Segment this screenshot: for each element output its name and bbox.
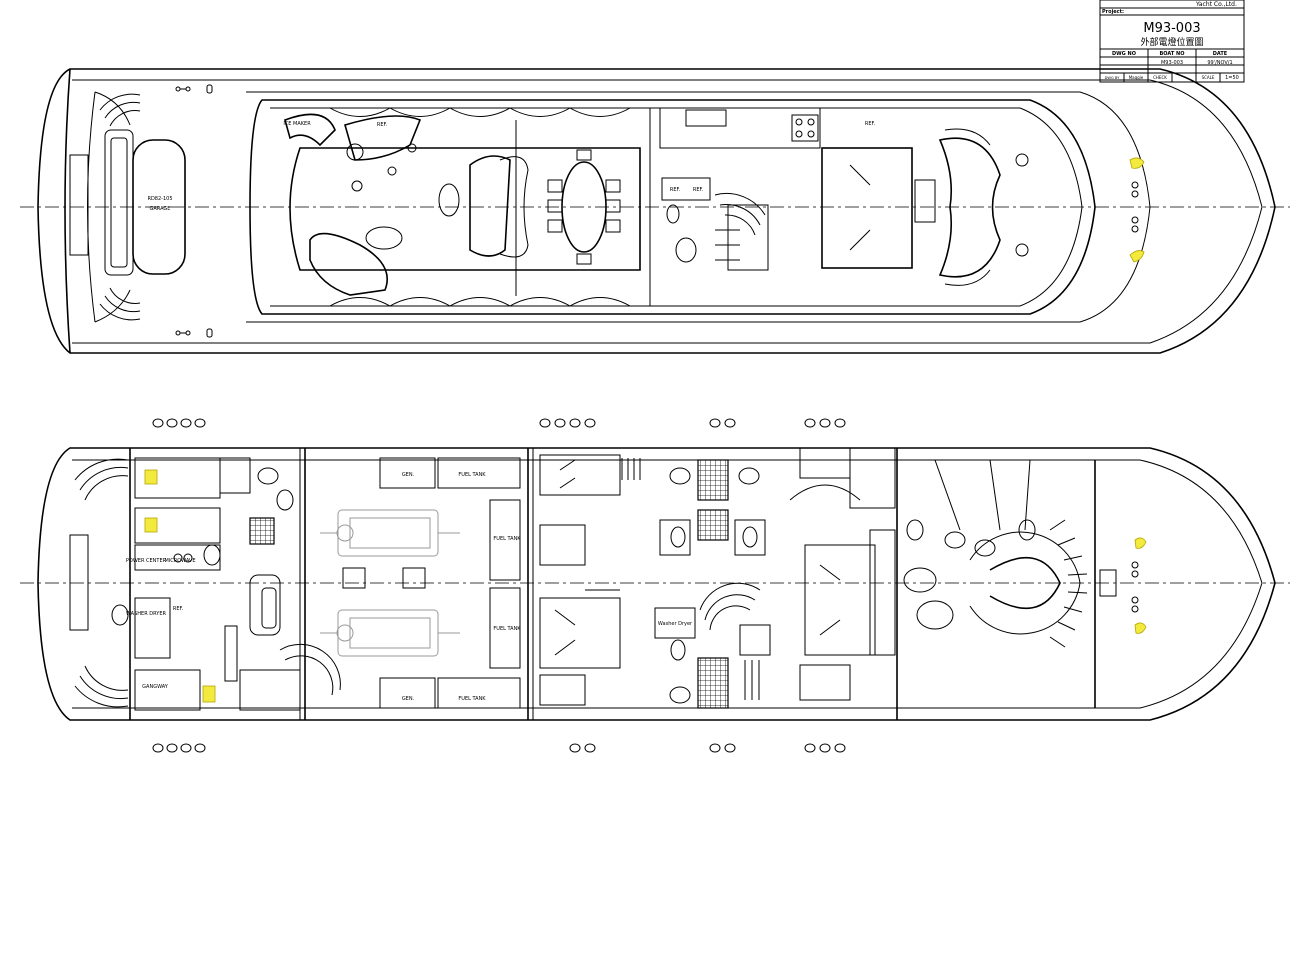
tender-label: RD82-105 [147, 196, 172, 202]
ref-label-4: REF. [865, 121, 876, 127]
aft-spiral-stair-lower-deck [74, 458, 129, 708]
generator-label-2: GEN. [402, 696, 415, 702]
header-date: DATE [1213, 51, 1228, 57]
fuel-tank-label-3: FUEL TANK [493, 536, 521, 542]
fuel-tank-label-2: FUEL TANK [458, 696, 486, 702]
washer-dryer-label-2: Washer Dryer [658, 621, 693, 627]
interior-spiral-stair [714, 192, 766, 261]
upper-hull-outline [37, 68, 1276, 354]
portholes-starboard [152, 743, 846, 753]
header-dwg-no: DWG NO [1112, 51, 1136, 57]
microwave-label: MICROWAVE [164, 558, 195, 564]
lower-deck-plan: POWER CENTER MICROWAVE WASHER DRYER REF.… [20, 418, 1290, 753]
generator-label-1: GEN. [402, 472, 415, 478]
power-center-label: POWER CENTER [126, 558, 167, 564]
deck-light-icon [144, 469, 1147, 703]
drawing-date: 99'/NOV/1 [1207, 60, 1232, 66]
check-label: CHECK [1153, 75, 1167, 80]
title-block: Yacht Co.,Ltd. Project: M93-003 外部電燈位置圖 … [1099, 0, 1245, 83]
fuel-tank-label-1: FUEL TANK [458, 472, 486, 478]
deck-fitting-foredeck [1131, 181, 1139, 233]
lower-spiral-stair [699, 582, 761, 631]
forward-spiral-stair [989, 556, 1061, 610]
lower-hull-outline [37, 447, 1276, 721]
scale-label: SCALE [1202, 75, 1215, 80]
hanging-locker-2 [744, 660, 760, 700]
ref-label-lower: REF. [173, 606, 184, 612]
project-number: M93-003 [1143, 21, 1200, 36]
fuel-tank-label-4: FUEL TANK [493, 626, 521, 632]
cleat-icon [175, 84, 213, 338]
saloon-sofa [469, 155, 511, 257]
engine-starboard [320, 609, 460, 657]
upper-deck-plan: RD82-105 GARAGE REF. ICE MAKER [20, 68, 1290, 354]
gangway-label: GANGWAY [142, 684, 169, 690]
tender-sublabel: GARAGE [150, 206, 171, 212]
header-boat-no: BOAT NO [1160, 51, 1185, 57]
upper-superstructure [249, 99, 1096, 315]
drawn-by: Maggie [1129, 75, 1144, 80]
engine-port [320, 509, 460, 557]
drawn-by-label: DWG BY [1105, 76, 1121, 80]
hanging-locker-1 [621, 458, 641, 480]
boat-number: M93-003 [1161, 60, 1183, 66]
scale-value: 1=50 [1225, 75, 1239, 81]
aft-spiral-stair-upper [99, 93, 141, 127]
washer-dryer-label: WASHER DRYER [126, 611, 166, 617]
company-name: Yacht Co.,Ltd. [1195, 1, 1237, 8]
ref-label-1: REF. [377, 122, 388, 128]
portholes-port [152, 418, 846, 428]
project-label: Project: [1102, 9, 1124, 15]
tender [132, 139, 186, 275]
exterior-light-icon [1129, 157, 1145, 263]
ice-maker-label: ICE MAKER [283, 121, 311, 127]
ref-label-3: REF. [693, 187, 704, 193]
ref-label-2: REF. [670, 187, 681, 193]
aft-spiral-stair-lower [99, 287, 141, 321]
drawing-title: 外部電燈位置圖 [1140, 36, 1203, 48]
